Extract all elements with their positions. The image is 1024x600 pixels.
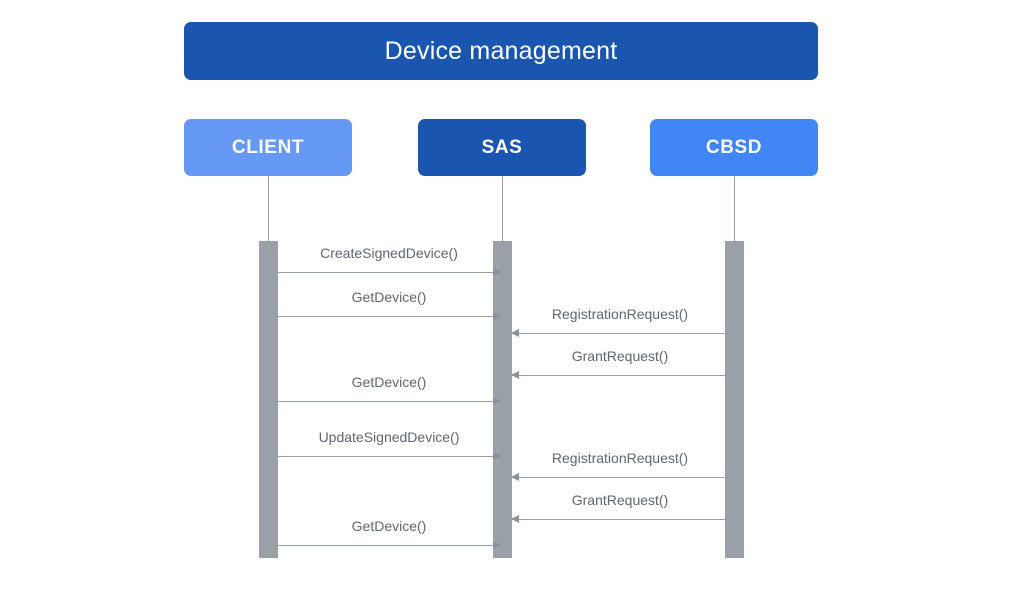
message-registration-request-1: RegistrationRequest() xyxy=(511,307,728,337)
message-line xyxy=(278,316,500,317)
message-get-device-2: GetDevice() xyxy=(278,375,501,405)
message-create-signed-device: CreateSignedDevice() xyxy=(278,246,501,276)
arrowhead-left-icon xyxy=(511,473,519,481)
message-label: GetDevice() xyxy=(351,289,427,305)
message-line xyxy=(278,456,500,457)
message-get-device-3: GetDevice() xyxy=(278,519,501,549)
message-line xyxy=(278,401,500,402)
participant-sas: SAS xyxy=(418,119,586,176)
message-label: GetDevice() xyxy=(351,374,427,390)
message-grant-request-1: GrantRequest() xyxy=(511,349,728,379)
message-line xyxy=(512,477,728,478)
message-registration-request-2: RegistrationRequest() xyxy=(511,451,728,481)
message-line xyxy=(512,333,728,334)
arrowhead-left-icon xyxy=(511,371,519,379)
diagram-title-banner: Device management xyxy=(184,22,818,80)
message-label: CreateSignedDevice() xyxy=(320,245,458,261)
message-line xyxy=(512,375,728,376)
message-label: RegistrationRequest() xyxy=(551,450,689,466)
participant-sas-label: SAS xyxy=(481,137,523,158)
lifeline-sas xyxy=(502,176,503,242)
message-label: GetDevice() xyxy=(351,518,427,534)
arrowhead-right-icon xyxy=(493,312,501,320)
participant-cbsd-label: CBSD xyxy=(705,137,763,158)
participant-cbsd: CBSD xyxy=(650,119,818,176)
activation-bar-cbsd xyxy=(725,241,744,558)
activation-bar-client xyxy=(259,241,278,558)
message-label: GrantRequest() xyxy=(571,348,669,364)
arrowhead-right-icon xyxy=(493,541,501,549)
participant-client-label: CLIENT xyxy=(231,137,305,158)
message-line xyxy=(278,545,500,546)
message-line xyxy=(512,519,728,520)
message-get-device-1: GetDevice() xyxy=(278,290,501,320)
activation-bar-sas xyxy=(493,241,512,558)
arrowhead-right-icon xyxy=(493,268,501,276)
page-title: Device management xyxy=(384,36,618,65)
participant-client: CLIENT xyxy=(184,119,352,176)
lifeline-cbsd xyxy=(734,176,735,242)
message-label: UpdateSignedDevice() xyxy=(318,429,460,445)
lifeline-client xyxy=(268,176,269,242)
message-label: GrantRequest() xyxy=(571,492,669,508)
arrowhead-right-icon xyxy=(493,452,501,460)
arrowhead-left-icon xyxy=(511,515,519,523)
message-label: RegistrationRequest() xyxy=(551,306,689,322)
arrowhead-left-icon xyxy=(511,329,519,337)
message-line xyxy=(278,272,500,273)
message-grant-request-2: GrantRequest() xyxy=(511,493,728,523)
arrowhead-right-icon xyxy=(493,397,501,405)
message-update-signed-device: UpdateSignedDevice() xyxy=(278,430,501,460)
